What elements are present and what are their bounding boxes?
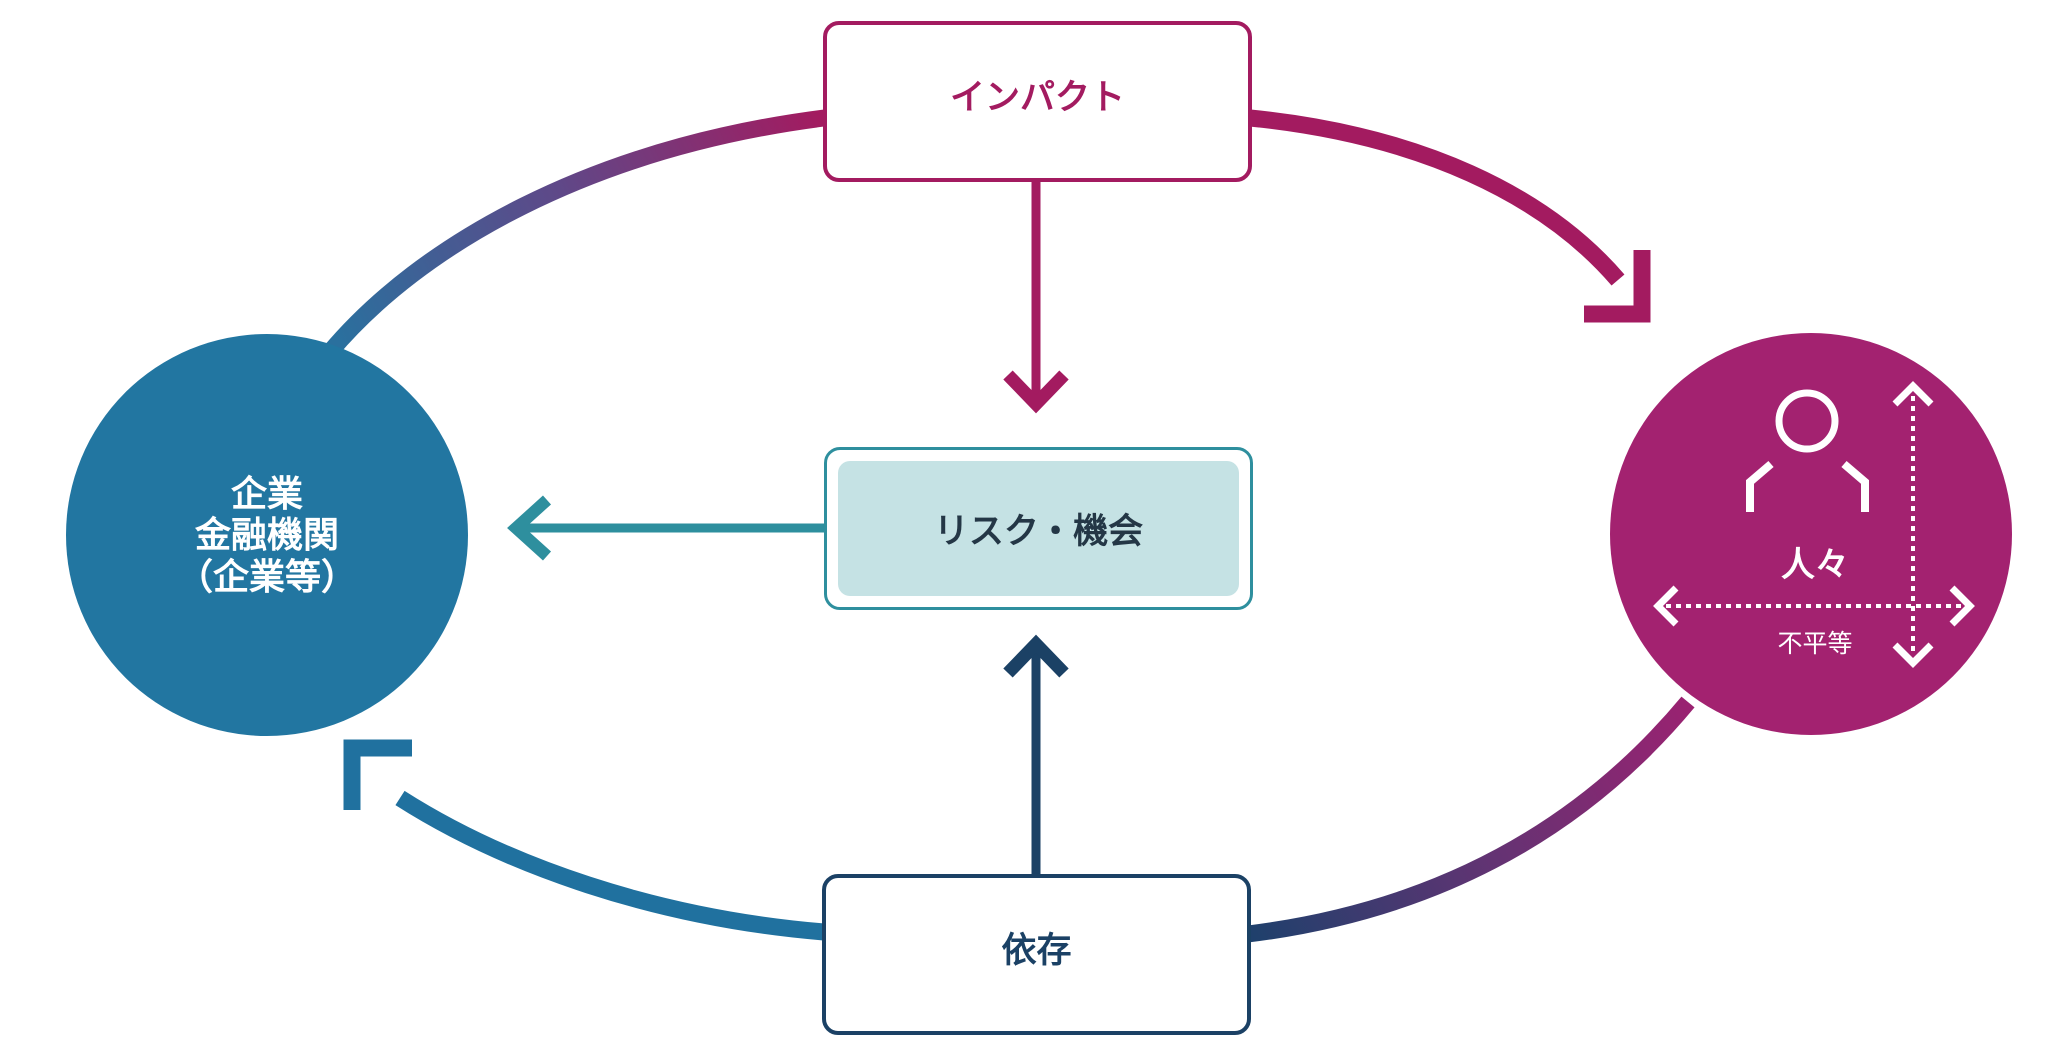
arc-dependency-to-company-arrowhead-icon (343, 739, 412, 810)
impact-to-risk-arrow (1003, 178, 1069, 414)
inequality-label: 不平等 (1777, 630, 1853, 658)
company-label-line1: 企業 (230, 473, 303, 515)
dependency-box-label: 依存 (1001, 931, 1072, 970)
impact-box-label: インパクト (949, 78, 1125, 117)
dependency-to-risk-arrow (1003, 634, 1069, 876)
company-label-line2: 金融機関 (194, 514, 339, 556)
arc-impact-to-people-arrowhead-icon (1584, 250, 1651, 323)
arc-dependency-to-company (395, 790, 825, 941)
left-chevron-icon (507, 495, 552, 561)
company-label-line3: （企業等） (176, 555, 357, 597)
person-icon (1746, 389, 1869, 512)
company-circle-label: 企業 金融機関 （企業等） (177, 473, 357, 596)
risk-box-inner: リスク・機会 (838, 461, 1239, 596)
impact-box: インパクト (823, 21, 1252, 182)
risk-box-label: リスク・機会 (933, 512, 1144, 551)
people-circle: 人々 不平等 (1610, 333, 2012, 735)
down-chevron-icon (1003, 370, 1069, 414)
up-chevron-icon (1003, 634, 1069, 678)
arc-company-to-impact (323, 109, 826, 358)
company-circle: 企業 金融機関 （企業等） (66, 334, 468, 736)
dependency-box: 依存 (822, 874, 1251, 1035)
arc-people-to-dependency (1246, 696, 1695, 943)
people-circle-label: 人々 (1781, 546, 1849, 584)
risk-to-company-arrow (507, 495, 824, 561)
people-circle-decorations (1653, 381, 1975, 668)
arc-impact-to-people (1249, 109, 1625, 286)
inequality-axes-icon (1653, 381, 1975, 668)
risk-box: リスク・機会 (824, 447, 1253, 610)
